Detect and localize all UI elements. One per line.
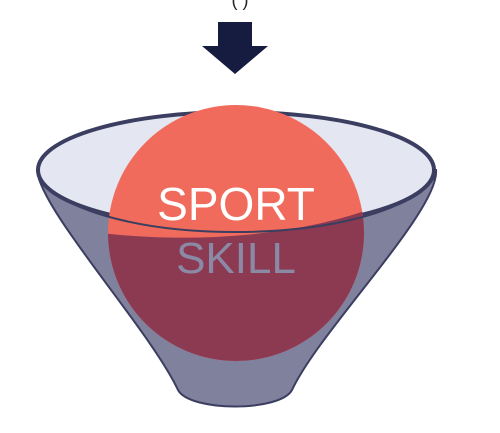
funnel-rim-front — [39, 177, 435, 233]
down-arrow-icon — [202, 22, 268, 74]
top-caption: ( ) — [232, 0, 249, 10]
skill-label: SKILL — [176, 234, 296, 283]
sport-label: SPORT — [157, 178, 315, 230]
